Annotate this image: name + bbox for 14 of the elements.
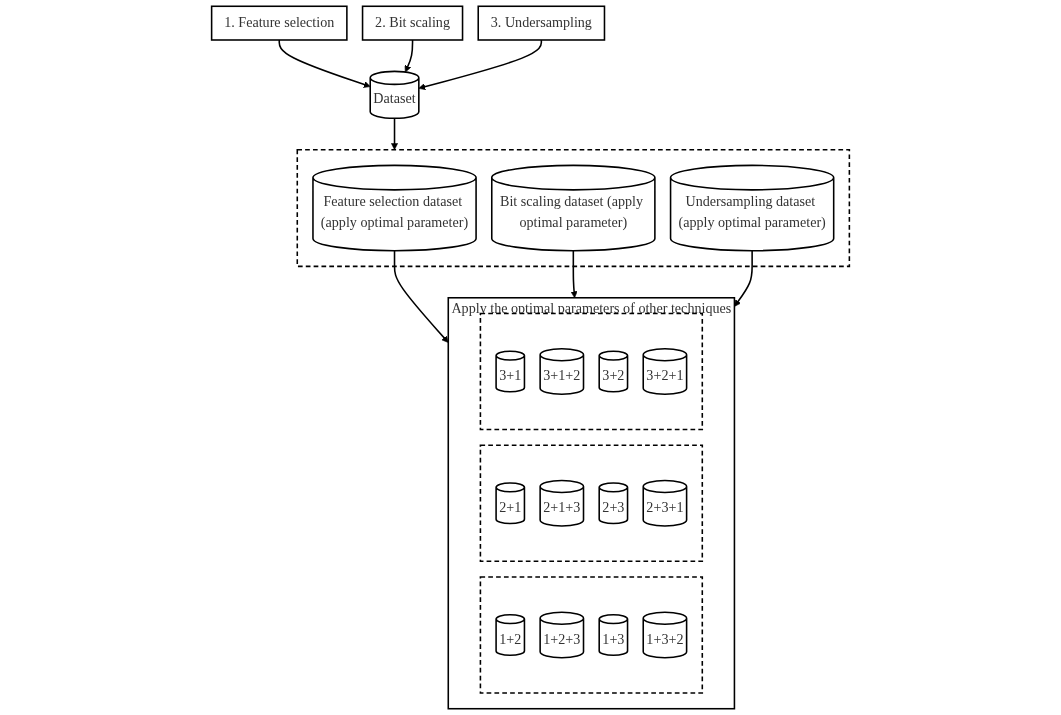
arrow — [391, 117, 398, 150]
arrow — [404, 39, 414, 73]
cluster — [479, 444, 704, 563]
arrow — [734, 249, 753, 307]
node-box — [210, 5, 348, 41]
node-box — [477, 5, 606, 41]
cluster — [479, 576, 704, 694]
node-box — [361, 5, 464, 41]
arrow — [278, 39, 371, 88]
arrow — [570, 249, 578, 299]
cluster — [447, 297, 736, 710]
cluster — [296, 148, 851, 268]
arrow — [418, 39, 543, 91]
arrow — [393, 249, 449, 343]
